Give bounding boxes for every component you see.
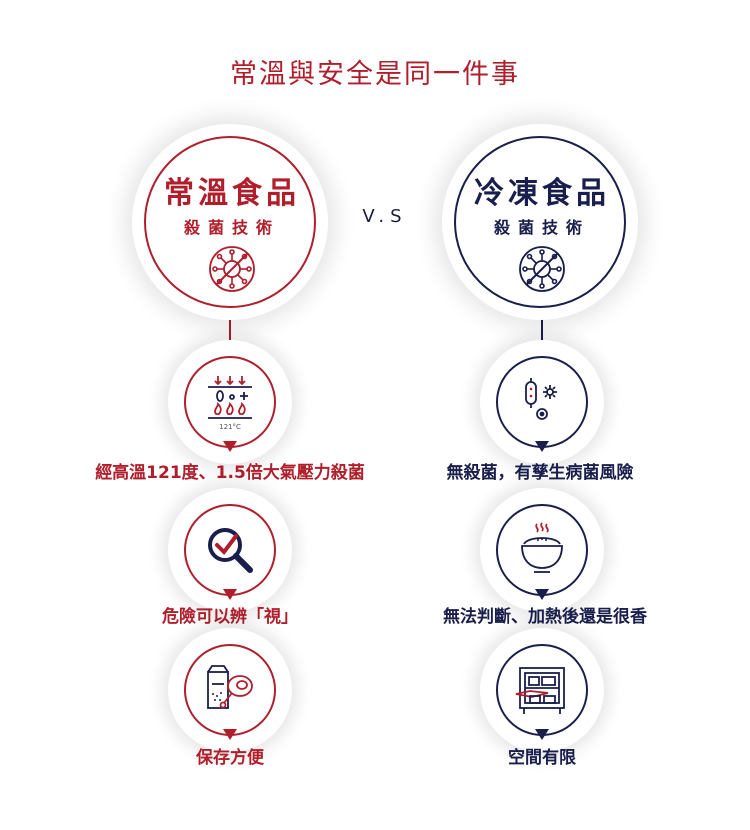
left-feature-pin-2: [223, 589, 237, 600]
right-feature-ring-3: [496, 644, 588, 736]
right-feature-pin-1: [535, 441, 549, 452]
right-feature-label-3: 空間有限: [508, 748, 576, 768]
left-main-title: 常溫食品: [164, 176, 300, 211]
left-main-circle: 常溫食品 殺菌技術: [132, 124, 328, 320]
right-main-ring: 冷凍食品 殺菌技術: [454, 136, 626, 308]
left-feature-label-3: 保存方便: [196, 748, 264, 768]
pantry-food-icon: [207, 665, 253, 709]
left-feature-pin-3: [223, 729, 237, 740]
right-main-title: 冷凍食品: [474, 176, 610, 211]
pressure-sterilize-icon: 121°C: [208, 376, 252, 431]
bacteria-icon: [525, 378, 557, 420]
right-main-circle: 冷凍食品 殺菌技術: [442, 124, 638, 320]
left-main-ring: 常溫食品 殺菌技術: [144, 136, 316, 308]
full-freezer-icon: [515, 667, 565, 714]
temperature-text: 121°C: [219, 423, 241, 431]
left-feature-label-2: 危險可以辨「視」: [162, 607, 298, 627]
left-feature-label-1: 經高溫121度、1.5倍大氣壓力殺菌: [95, 463, 365, 483]
left-feature-ring-2: [184, 504, 276, 596]
left-main-subtitle: 殺菌技術: [183, 218, 280, 237]
right-main-subtitle: 殺菌技術: [493, 218, 590, 237]
left-connector-line: [229, 300, 231, 368]
left-feature-pin-1: [223, 441, 237, 452]
right-feature-node-1: [480, 340, 604, 464]
right-feature-ring-2: [496, 504, 588, 596]
left-feature-ring-1: 121°C: [184, 356, 276, 448]
magnifier-check-icon: [208, 528, 253, 573]
right-feature-pin-2: [535, 589, 549, 600]
versus-label: V.S: [362, 206, 408, 227]
left-feature-ring-3: [184, 644, 276, 736]
hot-bowl-icon: [521, 522, 563, 573]
page-title: 常溫與安全是同一件事: [230, 59, 520, 90]
right-feature-label-1: 無殺菌，有孳生病菌風險: [446, 463, 634, 483]
right-feature-ring-1: [496, 356, 588, 448]
right-connector-line: [541, 300, 543, 368]
no-virus-icon: [209, 246, 255, 292]
right-feature-label-2: 無法判斷、加熱後還是很香: [443, 607, 647, 627]
no-virus-icon: [519, 246, 565, 292]
right-feature-pin-3: [535, 729, 549, 740]
